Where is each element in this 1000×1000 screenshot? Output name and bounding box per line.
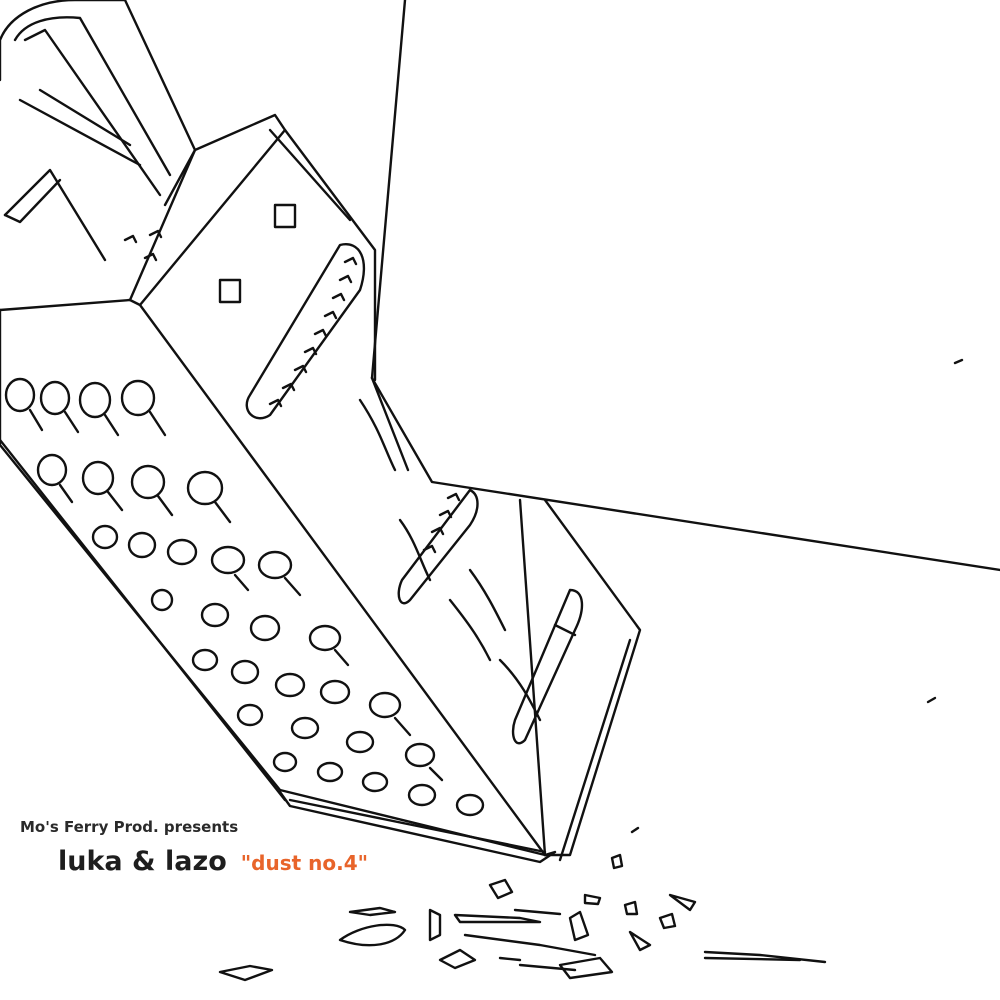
release-title: "dust no.4": [240, 851, 369, 875]
grater-bottom-rim: [278, 790, 557, 864]
artist-name: luka & lazo: [58, 846, 227, 877]
shaving-streaks: [358, 398, 542, 722]
grating-holes: [4, 377, 485, 817]
slicer-teeth: [123, 229, 461, 554]
presenter-credit: Mo's Ferry Prod. presents: [20, 818, 239, 836]
background-marks: [630, 358, 964, 834]
grater-top-rim: [0, 113, 352, 312]
grated-block: [370, 0, 1000, 572]
grater-side-face: [283, 128, 642, 862]
grater-front-face: [0, 303, 547, 857]
small-square-holes: [218, 203, 297, 304]
hole-burrs: [28, 408, 444, 782]
cheese-crumbs: [218, 853, 827, 982]
grater-handle: [0, 0, 197, 262]
title-line: luka & lazo "dust no.4": [58, 846, 368, 877]
